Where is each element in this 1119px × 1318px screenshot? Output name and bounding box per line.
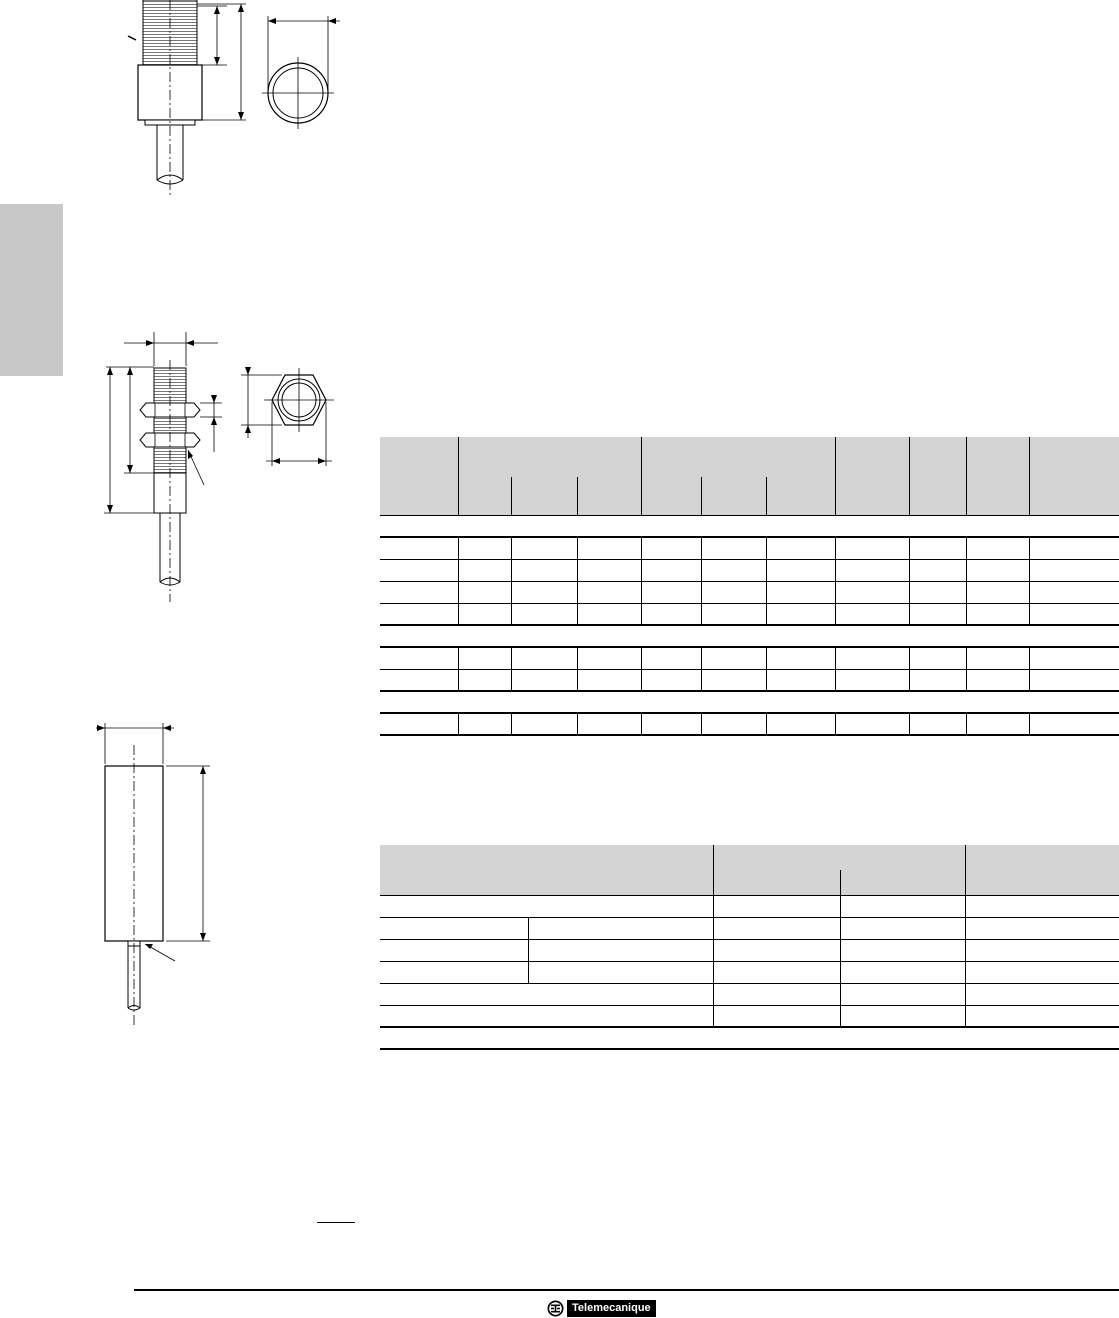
characteristics-table — [380, 845, 1119, 1050]
footer-rule — [134, 1289, 1119, 1291]
sensor-drawing-3-svg — [96, 723, 210, 1027]
table-row — [380, 668, 1119, 692]
characteristics-header-subcell-1 — [712, 870, 840, 896]
table-row — [380, 982, 1119, 1006]
header-subcell-a2 — [510, 477, 578, 516]
table-row — [380, 536, 1119, 560]
header-cell-type — [380, 437, 459, 516]
characteristics-header-cell-3 — [964, 845, 1119, 896]
dimensions-table — [380, 437, 1119, 736]
header-group-a — [457, 437, 642, 477]
header-cell-c — [834, 437, 910, 516]
dimensions-table-section-band-2 — [380, 624, 1119, 648]
sensor-drawing-2-svg — [104, 332, 334, 602]
brand-logo: Telemecanique — [547, 1300, 656, 1317]
header-subcell-a1 — [457, 477, 512, 516]
table-row — [380, 712, 1119, 736]
sensor-drawing-threaded-cable — [110, 0, 360, 200]
table-row — [380, 1004, 1119, 1028]
table-row — [380, 938, 1119, 962]
header-subcell-b3 — [765, 477, 836, 516]
header-subcell-b1 — [640, 477, 702, 516]
header-group-b — [640, 437, 836, 477]
characteristics-header-group — [712, 845, 966, 870]
header-cell-d — [908, 437, 967, 516]
table-row — [380, 602, 1119, 626]
table-row — [380, 558, 1119, 582]
characteristics-table-header-row-1 — [380, 845, 1119, 896]
characteristics-header-subcell-2 — [839, 870, 966, 896]
table-row — [380, 1026, 1119, 1050]
header-cell-e — [965, 437, 1030, 516]
sensor-drawing-smooth-cylinder — [90, 715, 230, 1030]
table-row — [380, 580, 1119, 604]
table-row — [380, 894, 1119, 918]
brand-name: Telemecanique — [567, 1300, 656, 1317]
table-row — [380, 646, 1119, 670]
sensor-drawing-threaded-nuts — [100, 330, 350, 610]
table-row — [380, 960, 1119, 984]
table-row — [380, 916, 1119, 940]
header-subcell-a3 — [576, 477, 642, 516]
dimensions-table-section-band-1 — [380, 514, 1119, 538]
section-side-tab — [0, 204, 63, 376]
dimensions-table-header-row-1 — [380, 437, 1119, 516]
header-subcell-b2 — [700, 477, 767, 516]
header-cell-f — [1028, 437, 1119, 516]
dimensions-table-section-band-3 — [380, 690, 1119, 714]
characteristics-table-header-row-2 — [380, 870, 1119, 896]
telemecanique-logo-icon — [547, 1300, 564, 1317]
sensor-drawing-1-svg — [127, 0, 340, 196]
footnote-rule — [317, 1222, 355, 1223]
characteristics-header-cell-1 — [380, 845, 714, 896]
